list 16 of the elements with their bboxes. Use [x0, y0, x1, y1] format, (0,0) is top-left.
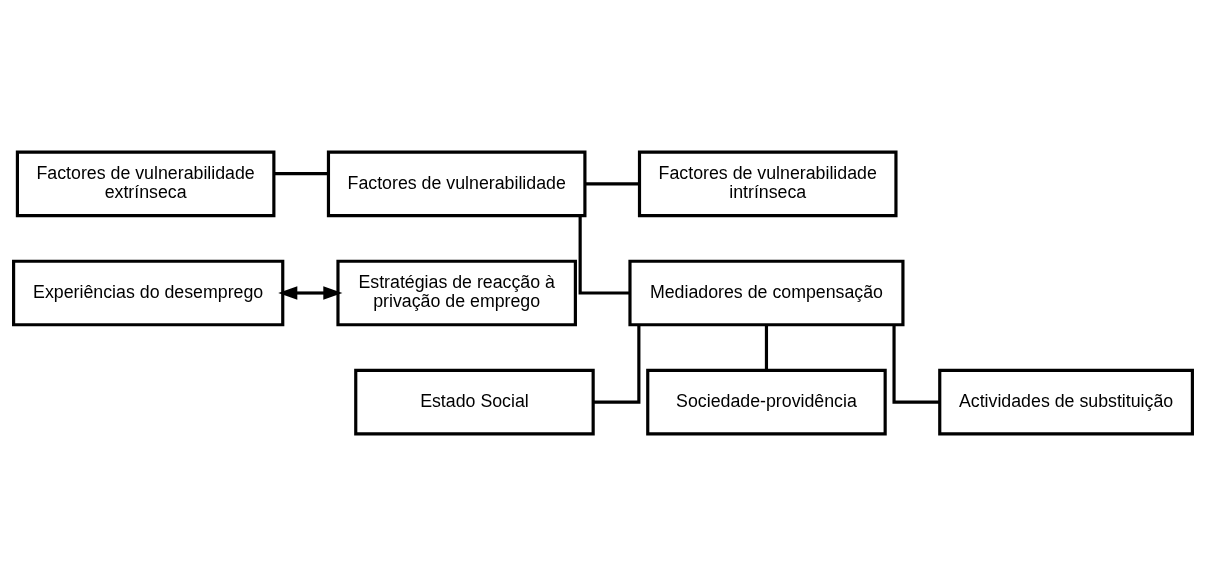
- connector: [273, 171, 329, 175]
- node-box: Factores de vulnerabilidade intrínseca: [637, 150, 898, 217]
- arrow: [278, 285, 343, 300]
- connector: [764, 324, 769, 370]
- node-box: Sociedade-providência: [646, 368, 887, 435]
- node-box: Factores de vulnerabilidade: [326, 150, 587, 217]
- connector: [593, 324, 641, 404]
- node-box: Experiências do desemprego: [12, 259, 285, 326]
- connector: [578, 215, 630, 295]
- node-box: Estado Social: [354, 368, 595, 435]
- connector: [585, 181, 640, 185]
- node-box: Factores de vulnerabilidade extrínseca: [15, 150, 276, 217]
- node-box: Mediadores de compensação: [628, 259, 905, 326]
- node-box: Estratégias de reacção à privação de emprego: [336, 259, 577, 326]
- node-box: Actividades de substituição: [938, 368, 1194, 435]
- connector: [892, 324, 940, 404]
